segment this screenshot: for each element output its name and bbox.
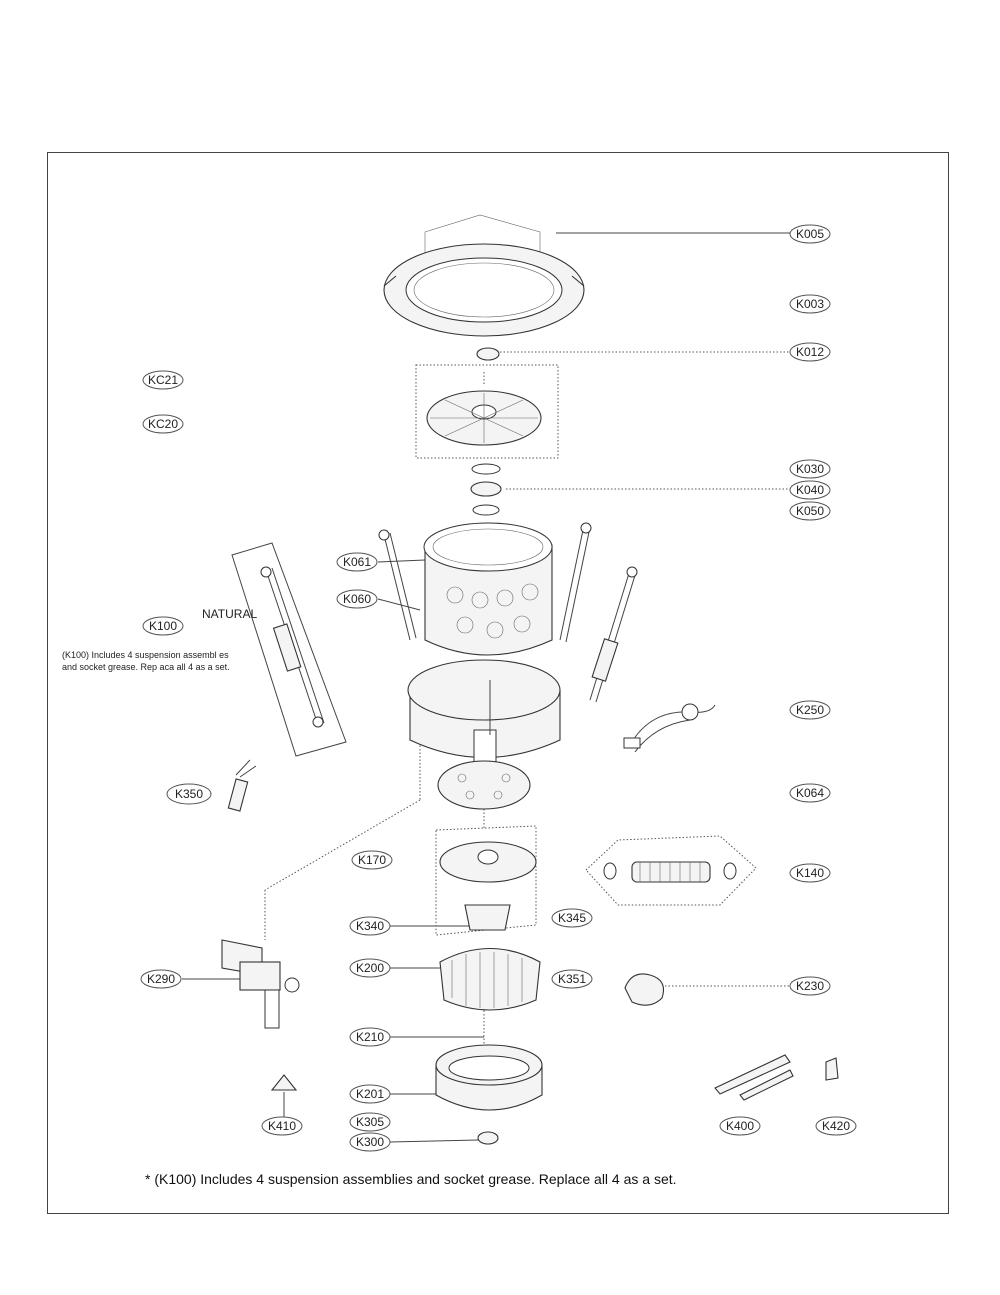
part-label-k350: K350: [166, 783, 212, 805]
wire-harness-part: [623, 703, 716, 753]
footnote: * (K100) Includes 4 suspension assemblie…: [145, 1171, 677, 1187]
part-label-k012: K012: [789, 342, 831, 362]
part-label-k420: K420: [815, 1116, 857, 1136]
drain-hose-part: [585, 835, 757, 906]
part-label-k410: K410: [261, 1116, 303, 1136]
part-label-k230: K230: [789, 976, 831, 996]
diagram-frame: [47, 152, 949, 1214]
part-label-k030-text: K030: [796, 462, 824, 476]
part-label-k050-text: K050: [796, 504, 824, 518]
part-label-k345-text: K345: [558, 911, 586, 925]
suspension-rods-part: [378, 522, 638, 703]
part-label-k140: K140: [789, 863, 831, 883]
part-label-k210-text: K210: [356, 1030, 384, 1044]
part-label-k230-text: K230: [796, 979, 824, 993]
pump-assembly-part: [221, 939, 300, 1029]
seal-set-part: [470, 463, 502, 516]
part-label-kc21-text: KC21: [148, 373, 178, 387]
part-label-k410-text: K410: [268, 1119, 296, 1133]
tub-assembly-part: [407, 522, 561, 763]
part-label-k350-text: K350: [175, 787, 203, 801]
stator-part: [439, 948, 541, 1011]
part-label-kc21: KC21: [142, 370, 184, 390]
part-label-k003: K003: [789, 294, 831, 314]
part-label-k060: K060: [336, 589, 378, 609]
part-label-k340: K340: [349, 916, 391, 936]
part-label-k005-text: K005: [796, 227, 824, 241]
part-label-k290: K290: [140, 969, 182, 989]
clutch-assembly-part: [435, 825, 537, 936]
pulsator-part: [415, 364, 559, 459]
part-label-k040: K040: [789, 480, 831, 500]
part-label-k170-text: K170: [358, 853, 386, 867]
part-label-k345: K345: [551, 908, 593, 928]
part-label-k400-text: K400: [726, 1119, 754, 1133]
part-label-k012-text: K012: [796, 345, 824, 359]
base-plate-part: [437, 760, 531, 810]
part-label-kc20: KC20: [142, 414, 184, 434]
part-label-k100-text: K100: [149, 619, 177, 633]
part-label-k005: K005: [789, 224, 831, 244]
part-label-k200: K200: [349, 958, 391, 978]
part-label-k100: K100: [142, 616, 184, 636]
part-label-k061-text: K061: [343, 555, 371, 569]
bolt-set-part: [714, 1054, 794, 1101]
part-label-k201-text: K201: [356, 1087, 384, 1101]
part-label-k250-text: K250: [796, 703, 824, 717]
suspension-kit-part: [231, 542, 347, 757]
small-clip-part: [825, 1057, 839, 1081]
part-label-k351-text: K351: [558, 972, 586, 986]
tub-cover-ring-part: [383, 214, 585, 361]
part-label-k300-text: K300: [356, 1135, 384, 1149]
k100-note-line2: and socket grease. Rep aca all 4 as a se…: [62, 662, 230, 672]
part-label-k400: K400: [719, 1116, 761, 1136]
part-label-k040-text: K040: [796, 483, 824, 497]
part-label-k305: K305: [349, 1112, 391, 1132]
drum-pulley-part: [435, 1044, 543, 1145]
part-label-k300: K300: [349, 1132, 391, 1152]
part-label-k420-text: K420: [822, 1119, 850, 1133]
natural-label: NATURAL: [202, 607, 257, 621]
part-label-k050: K050: [789, 501, 831, 521]
grease-tube-part: [227, 759, 257, 812]
part-label-k340-text: K340: [356, 919, 384, 933]
part-label-k064: K064: [789, 783, 831, 803]
part-labels: K005 K003 K012 KC21 KC20 K030 K040 K050 …: [140, 224, 857, 1152]
part-label-k201: K201: [349, 1084, 391, 1104]
part-label-k210: K210: [349, 1027, 391, 1047]
part-label-k003-text: K003: [796, 297, 824, 311]
part-label-k060-text: K060: [343, 592, 371, 606]
part-label-k140-text: K140: [796, 866, 824, 880]
bracket-part: [270, 1074, 298, 1091]
part-label-k250: K250: [789, 700, 831, 720]
part-label-k305-text: K305: [356, 1115, 384, 1129]
part-label-k290-text: K290: [147, 972, 175, 986]
part-label-kc20-text: KC20: [148, 417, 178, 431]
part-label-k170: K170: [351, 850, 393, 870]
part-label-k351: K351: [551, 969, 593, 989]
part-label-k200-text: K200: [356, 961, 384, 975]
k100-note-line1: (K100) Includes 4 suspension assembl es: [62, 650, 229, 660]
part-label-k064-text: K064: [796, 786, 824, 800]
hose-clip-part: [624, 973, 665, 1006]
part-label-k030: K030: [789, 459, 831, 479]
part-label-k061: K061: [336, 552, 378, 572]
